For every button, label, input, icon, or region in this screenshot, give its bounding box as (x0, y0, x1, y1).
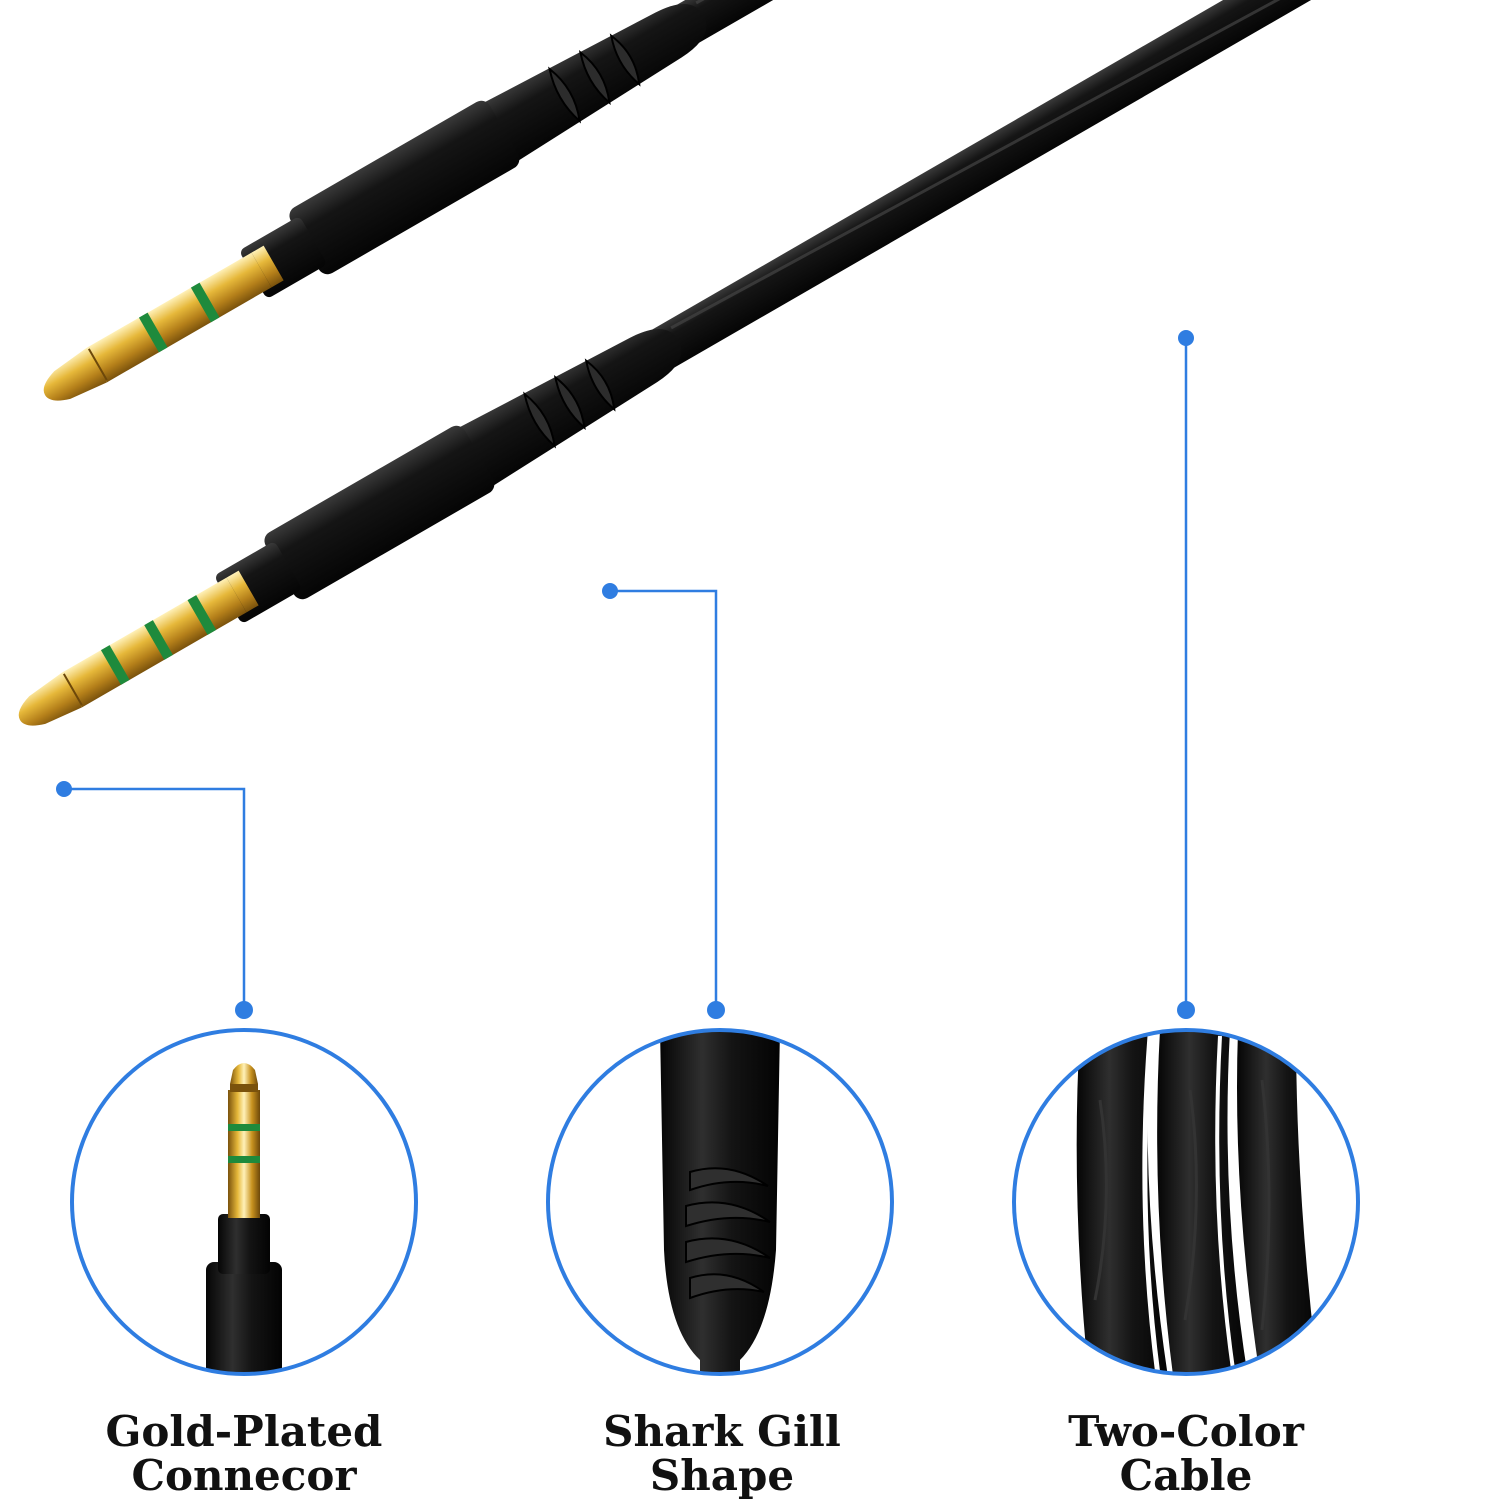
lower-audio-plug (18, 0, 1498, 726)
caption-line-1: Gold-Plated (105, 1407, 383, 1456)
two-color-cable-detail (1012, 1028, 1360, 1376)
callout-lines (64, 338, 1188, 1010)
callout-dots (56, 330, 1195, 1019)
caption-line-2: Shape (649, 1451, 795, 1500)
shark-gill-strain-relief-detail (546, 1028, 894, 1376)
gold-plated-connector-detail (70, 1028, 418, 1376)
caption-gold-plated-connector: Gold-Plated Connecor (64, 1410, 424, 1498)
caption-line-2: Connecor (131, 1451, 357, 1500)
upper-audio-plug (43, 0, 1459, 401)
caption-shark-gill-shape: Shark Gill Shape (542, 1410, 902, 1498)
caption-line-1: Shark Gill (603, 1407, 841, 1456)
caption-line-1: Two-Color (1068, 1407, 1304, 1456)
caption-two-color-cable: Two-Color Cable (1006, 1410, 1366, 1498)
caption-line-2: Cable (1119, 1451, 1253, 1500)
